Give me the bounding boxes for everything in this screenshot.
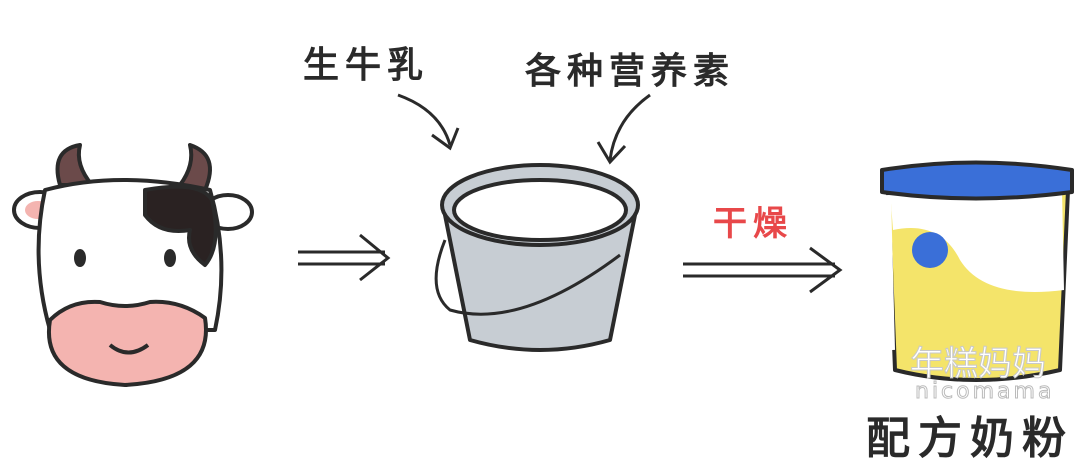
nutrients-arrow xyxy=(596,93,651,165)
arrow-to-can xyxy=(683,246,843,294)
watermark-en: nicomama xyxy=(915,379,1054,404)
formula-label: 配方奶粉 xyxy=(866,413,1074,464)
formula-can-illustration xyxy=(880,160,1074,382)
watermark-cn: 年糕妈妈 xyxy=(910,344,1046,384)
dry-label: 干燥 xyxy=(713,204,793,244)
cow-head-illustration xyxy=(12,143,254,387)
raw-milk-label: 生牛乳 xyxy=(303,45,430,86)
nutrients-label: 各种营养素 xyxy=(525,51,736,92)
arrow-to-bucket xyxy=(298,233,391,282)
bucket-illustration xyxy=(434,163,640,352)
watermark: 年糕妈妈 nicomama xyxy=(910,344,1054,405)
raw-milk-arrow xyxy=(397,93,460,151)
